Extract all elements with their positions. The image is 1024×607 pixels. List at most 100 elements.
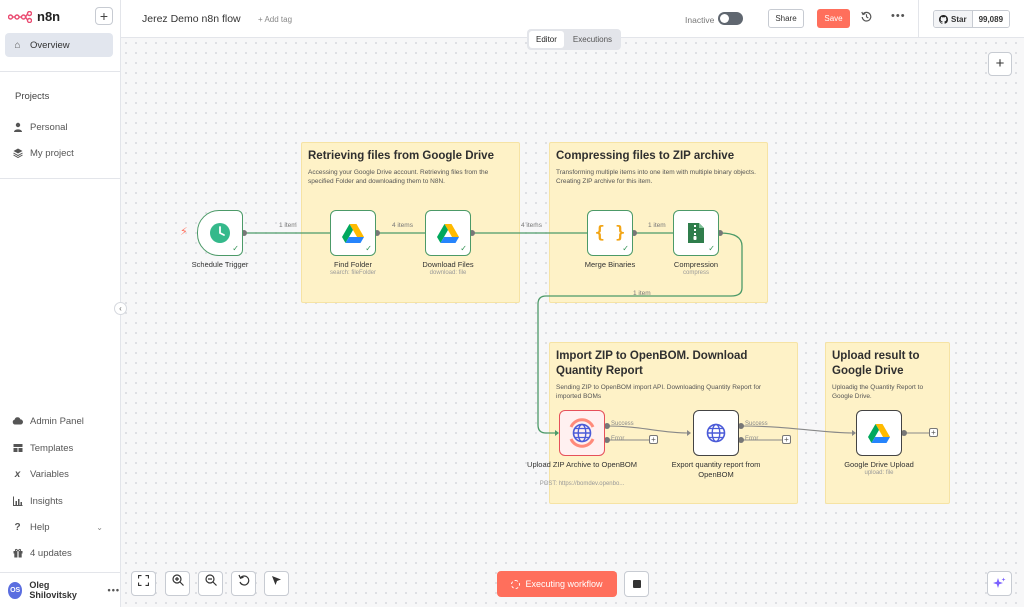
success-check-icon: ✓ [622, 244, 629, 253]
node-subtitle: POST: https://bomdev.openbo... [539, 481, 625, 487]
node-find-folder[interactable]: ✓ [330, 210, 376, 256]
zoom-out-icon [204, 574, 217, 586]
collapse-sidebar-button[interactable]: ‹ [114, 302, 127, 315]
user-icon [12, 122, 23, 133]
success-check-icon: ✓ [708, 244, 715, 253]
google-drive-icon [437, 223, 459, 243]
header-divider [918, 0, 919, 38]
github-star-button[interactable]: Star 99,089 [933, 10, 1011, 28]
github-star-label: Star [951, 14, 967, 24]
connection-label: 1 item [279, 222, 297, 229]
sidebar-item-updates[interactable]: 4 updates [5, 541, 113, 565]
sidebar-divider [0, 71, 121, 72]
save-button[interactable]: Save [817, 9, 850, 28]
node-label: Schedule Trigger [191, 260, 249, 269]
node-upload-zip-openbom[interactable] [559, 410, 605, 456]
add-connection-button[interactable]: + [929, 428, 938, 437]
sidebar-item-label: My project [30, 147, 74, 159]
node-label: Merge Binaries [584, 260, 636, 269]
n8n-logo[interactable]: n8n [8, 9, 60, 24]
zoom-in-icon [171, 574, 184, 586]
node-label: Upload ZIP Archive to OpenBOM [527, 460, 637, 469]
variables-icon: x [14, 468, 21, 480]
node-download-files[interactable]: ✓ [425, 210, 471, 256]
success-check-icon: ✓ [232, 244, 239, 253]
zip-file-icon [688, 223, 704, 243]
node-subtitle: search: fileFolder [329, 270, 377, 276]
sidebar-item-personal[interactable]: Personal [5, 115, 113, 139]
node-schedule-trigger[interactable]: ✓ [197, 210, 243, 256]
node-label: Compression [673, 260, 719, 269]
active-toggle[interactable] [718, 12, 743, 25]
gift-icon [12, 548, 23, 559]
spinner-icon [511, 579, 521, 589]
sidebar-item-overview[interactable]: ⌂ Overview [5, 33, 113, 57]
node-subtitle: download: file [429, 270, 467, 276]
app-name: n8n [37, 9, 61, 24]
workflow-title[interactable]: Jerez Demo n8n flow [142, 13, 241, 25]
sidebar-item-templates[interactable]: Templates [5, 436, 113, 460]
code-braces-icon: { } [594, 223, 626, 243]
sticky-note-upload-result[interactable]: Upload result to Google Drive Uploadig t… [825, 342, 950, 504]
cloud-icon [12, 416, 24, 427]
sticky-title: Compressing files to ZIP archive [556, 150, 735, 162]
zoom-in-button[interactable] [165, 571, 190, 596]
tab-editor[interactable]: Editor [529, 31, 564, 48]
sidebar: n8n + ⌂ Overview Projects Personal My pr… [0, 0, 121, 607]
more-icon[interactable]: ••• [891, 10, 906, 22]
tab-executions[interactable]: Executions [572, 35, 613, 44]
fit-view-button[interactable] [131, 571, 156, 596]
sticky-title: Retrieving files from Google Drive [308, 150, 494, 162]
share-button[interactable]: Share [768, 9, 804, 28]
zoom-out-button[interactable] [198, 571, 223, 596]
undo-icon [237, 574, 249, 586]
cursor-icon [272, 576, 281, 585]
sticky-body: Accessing your Google Drive account. Ret… [308, 169, 489, 185]
home-icon: ⌂ [14, 39, 21, 51]
more-icon[interactable]: ••• [107, 585, 120, 595]
node-label: Google Drive Upload [844, 460, 914, 469]
editor-tabs: Editor Executions [527, 29, 622, 50]
node-google-drive-upload[interactable] [856, 410, 902, 456]
sidebar-item-help[interactable]: ? Help ⌄ [5, 515, 113, 539]
sidebar-item-admin-panel[interactable]: Admin Panel [5, 409, 113, 433]
sparkle-icon [993, 577, 1006, 588]
user-name: Oleg Shilovitsky [29, 580, 77, 600]
sidebar-item-label: Personal [30, 121, 68, 133]
ai-assistant-button[interactable] [987, 571, 1012, 596]
history-icon[interactable] [861, 11, 872, 25]
success-check-icon: ✓ [365, 244, 372, 253]
connections-layer [241, 230, 929, 443]
google-drive-icon [868, 423, 890, 443]
success-port-label: Success [745, 421, 768, 427]
executing-workflow-button[interactable]: Executing workflow [497, 571, 617, 597]
stop-execution-button[interactable] [624, 571, 649, 597]
add-connection-button[interactable]: + [649, 435, 658, 444]
new-button[interactable]: + [95, 7, 113, 25]
sidebar-item-my-project[interactable]: My project [5, 141, 113, 165]
workflow-canvas[interactable]: Editor Executions + Retrieving files fro… [121, 29, 1024, 607]
node-export-quantity-report[interactable] [693, 410, 739, 456]
sticky-title: Upload result to Google Drive [832, 350, 920, 377]
reset-zoom-button[interactable] [231, 571, 256, 596]
user-menu[interactable]: OS Oleg Shilovitsky ••• [8, 580, 120, 600]
sidebar-divider [0, 572, 121, 573]
sidebar-item-insights[interactable]: Insights [5, 489, 113, 513]
execute-label: Executing workflow [525, 579, 603, 589]
node-merge-binaries[interactable]: { } ✓ [587, 210, 633, 256]
sidebar-divider [0, 178, 121, 179]
add-node-button[interactable]: + [988, 52, 1012, 76]
node-subtitle: compress [682, 270, 709, 276]
add-connection-button[interactable]: + [782, 435, 791, 444]
globe-icon [706, 423, 726, 443]
github-star-count: 99,089 [971, 11, 1010, 27]
chart-icon [12, 496, 23, 507]
sidebar-item-variables[interactable]: x Variables [5, 462, 113, 486]
select-tool-button[interactable] [264, 571, 289, 596]
help-icon: ? [14, 521, 21, 533]
avatar: OS [8, 581, 23, 599]
node-compression[interactable]: ✓ [673, 210, 719, 256]
fit-view-icon [137, 574, 150, 587]
sidebar-item-label: Templates [30, 442, 74, 454]
add-tag-link[interactable]: + Add tag [258, 15, 293, 24]
